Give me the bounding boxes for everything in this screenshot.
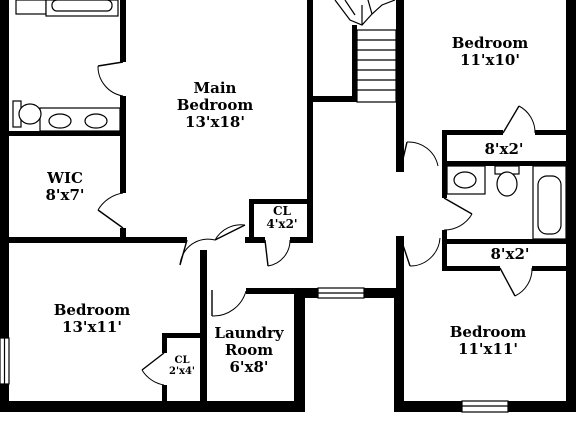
- exterior-wall-south-right-vertical: [394, 288, 404, 412]
- exterior-wall-notch-vertical: [294, 290, 305, 412]
- main-bedroom-south-wall-right: [290, 237, 312, 243]
- shower: [15, 0, 47, 15]
- hall-east-wall-lower: [396, 236, 404, 298]
- door-closet-sw[interactable]: [141, 352, 165, 386]
- exterior-wall-west: [0, 0, 9, 412]
- bathtub-hall-inner: [537, 175, 562, 235]
- wic-east-wall-top: [120, 136, 126, 193]
- room-name: Bedroom: [53, 301, 131, 319]
- room-name: Bedroom: [451, 34, 529, 52]
- room-name: WIC: [47, 169, 83, 187]
- closet-upper-west-wall: [442, 130, 447, 165]
- toilet-hall-bowl: [496, 171, 518, 197]
- room-size: 11'x10': [460, 50, 520, 69]
- closet-lower-south-wall-right: [532, 266, 566, 271]
- closet-lower-west-wall: [442, 239, 447, 271]
- main-bedroom-east-wall: [307, 0, 313, 243]
- bath-west-wall-top: [442, 161, 447, 198]
- bathtub-main-inner: [51, 0, 113, 12]
- door-hall-bath[interactable]: [443, 197, 473, 231]
- closet-main-north-wall: [249, 199, 313, 204]
- closet-upper-south-wall: [442, 161, 566, 166]
- closet-lower-south-wall-left: [442, 266, 500, 271]
- door-main-bedroom[interactable]: [179, 224, 246, 266]
- bath-south-wall: [9, 131, 126, 136]
- sink-main-left-icon: [48, 113, 72, 129]
- exterior-wall-south-left: [0, 401, 305, 412]
- sink-hall-bath-icon: [453, 171, 477, 189]
- label-laundry: Laundry Room 6'x8': [204, 325, 294, 375]
- room-name: CL: [174, 355, 190, 366]
- stair-north-wall: [313, 96, 357, 102]
- door-laundry[interactable]: [211, 290, 247, 317]
- bedroom-ne-south-wall-right: [535, 130, 566, 135]
- room-size: 8'x2': [490, 245, 530, 263]
- room-name-line2: Room: [224, 340, 274, 359]
- main-bedroom-south-wall-mid: [245, 237, 265, 243]
- room-size: 8'x7': [45, 185, 85, 204]
- laundry-north-wall: [246, 288, 300, 294]
- hall-wall-laundry-top: [200, 250, 207, 290]
- door-main-bath[interactable]: [97, 61, 124, 97]
- label-bedroom-se: Bedroom 11'x11': [438, 324, 538, 358]
- door-closet-lower[interactable]: [499, 267, 533, 297]
- closet-sw-west-wall-bottom: [162, 385, 167, 405]
- exterior-wall-east: [566, 0, 576, 412]
- stair-winder: [334, 0, 396, 26]
- bedroom-ne-south-wall: [445, 130, 503, 135]
- stair-winder-inner: [344, 0, 373, 25]
- toilet-main-bowl: [18, 103, 42, 125]
- sink-main-right-icon: [84, 113, 108, 129]
- room-size: 11'x11': [458, 339, 518, 358]
- laundry-west-wall: [200, 280, 207, 412]
- room-size: 4'x2': [266, 217, 298, 232]
- closet-lower-north-wall: [442, 239, 566, 244]
- room-size: 13'x11': [62, 317, 122, 336]
- room-name-line2: Bedroom: [176, 95, 254, 114]
- stair-rail: [352, 25, 357, 102]
- room-name: CL: [273, 204, 291, 218]
- door-closet-main[interactable]: [264, 239, 291, 267]
- label-bedroom-sw: Bedroom 13'x11': [42, 302, 142, 336]
- door-bedroom-ne[interactable]: [399, 141, 439, 173]
- room-name-line1: Laundry: [214, 324, 284, 342]
- room-name: Bedroom: [449, 323, 527, 341]
- door-bedroom-se[interactable]: [399, 235, 441, 267]
- room-size: 6'x8': [229, 357, 269, 376]
- bath-east-wall-top: [120, 0, 126, 62]
- door-closet-upper[interactable]: [502, 105, 536, 134]
- main-bedroom-south-wall-left: [9, 237, 187, 243]
- room-size: 13'x18': [185, 112, 245, 131]
- wic-east-wall-bottom: [120, 228, 126, 242]
- door-wic[interactable]: [97, 192, 124, 229]
- label-closet-upper: 8'x2': [470, 141, 538, 158]
- label-closet-sw: CL 2'x4': [166, 355, 198, 377]
- room-size: 8'x2': [484, 140, 524, 158]
- bath-west-wall-bottom: [442, 230, 447, 246]
- room-size: 2'x4': [168, 366, 195, 378]
- stair-run: [356, 29, 397, 103]
- label-bedroom-ne: Bedroom 11'x10': [440, 35, 540, 69]
- label-closet-lower: 8'x2': [476, 246, 544, 263]
- stair-east-wall: [396, 0, 404, 172]
- closet-sw-west-wall: [162, 333, 167, 353]
- label-main-bedroom: Main Bedroom 13'x18': [160, 80, 270, 130]
- closet-main-west-wall: [249, 199, 254, 243]
- room-name-line1: Main: [193, 79, 237, 97]
- label-wic: WIC 8'x7': [25, 170, 105, 204]
- label-closet-main: CL 4'x2': [256, 204, 308, 232]
- bath-east-wall-bottom: [120, 96, 126, 136]
- stair-treads: [357, 39, 396, 91]
- closet-sw-north-wall: [162, 333, 207, 338]
